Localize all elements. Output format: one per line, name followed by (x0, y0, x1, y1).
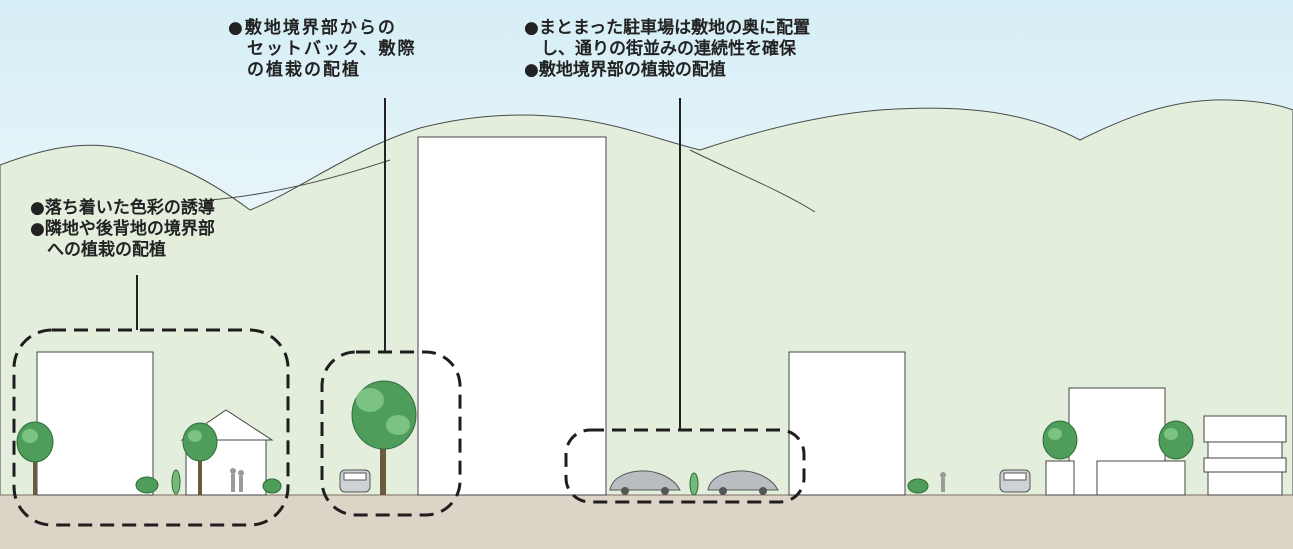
stacked-building (1203, 415, 1287, 496)
ground (0, 495, 1293, 549)
annotation-center-line-1: ●敷地境界部からの (228, 18, 397, 38)
annotation-right: ●まとまった駐車場は敷地の奥に配置 し、通りの街並みの連続性を確保 ●敷地境界部… (524, 18, 810, 81)
annotation-center-line-3: の植栽の配植 (228, 60, 361, 80)
highlight-area-right (564, 428, 806, 504)
tree-right-b (1158, 420, 1194, 460)
building-right-base (1096, 460, 1186, 496)
tree-right-a (1042, 420, 1078, 460)
annotation-left: ●落ち着いた色彩の誘導 ●隣地や後背地の境界部 への植栽の配植 (30, 198, 215, 261)
ridge-line-2 (689, 149, 816, 213)
pedestrians (230, 468, 244, 492)
shrub (262, 478, 282, 494)
highlight-area-center (320, 350, 462, 517)
annotation-center-line-2: セットバック、敷際 (228, 39, 417, 59)
annotation-right-line-3: ●敷地境界部の植栽の配植 (524, 60, 726, 80)
building-tall (417, 136, 607, 496)
annotation-center: ●敷地境界部からの セットバック、敷際 の植栽の配植 (228, 18, 416, 81)
ridge-line (209, 159, 391, 201)
hills (0, 99, 1293, 496)
annotation-left-line-3: への植栽の配植 (30, 240, 166, 260)
car-side (609, 470, 681, 495)
tree-left (16, 421, 54, 495)
car-front (999, 469, 1031, 493)
annotation-left-line-2: ●隣地や後背地の境界部 (30, 219, 215, 239)
planter-right (1045, 460, 1075, 496)
building-left (36, 351, 154, 496)
shrub (171, 469, 181, 495)
tree-house (182, 422, 218, 495)
highlight-area-left (12, 328, 290, 527)
annotation-left-line-1: ●落ち着いた色彩の誘導 (30, 198, 215, 218)
pedestrian (940, 472, 946, 492)
car-front (339, 469, 371, 493)
tree-setback (351, 380, 417, 495)
shrub (907, 478, 929, 494)
annotation-right-line-1: ●まとまった駐車場は敷地の奥に配置 (524, 18, 811, 38)
shrub (135, 476, 159, 494)
annotation-right-line-2: し、通りの街並みの連続性を確保 (524, 39, 796, 59)
shrub (689, 472, 699, 496)
car-side (707, 470, 779, 495)
building-mid (788, 351, 906, 496)
